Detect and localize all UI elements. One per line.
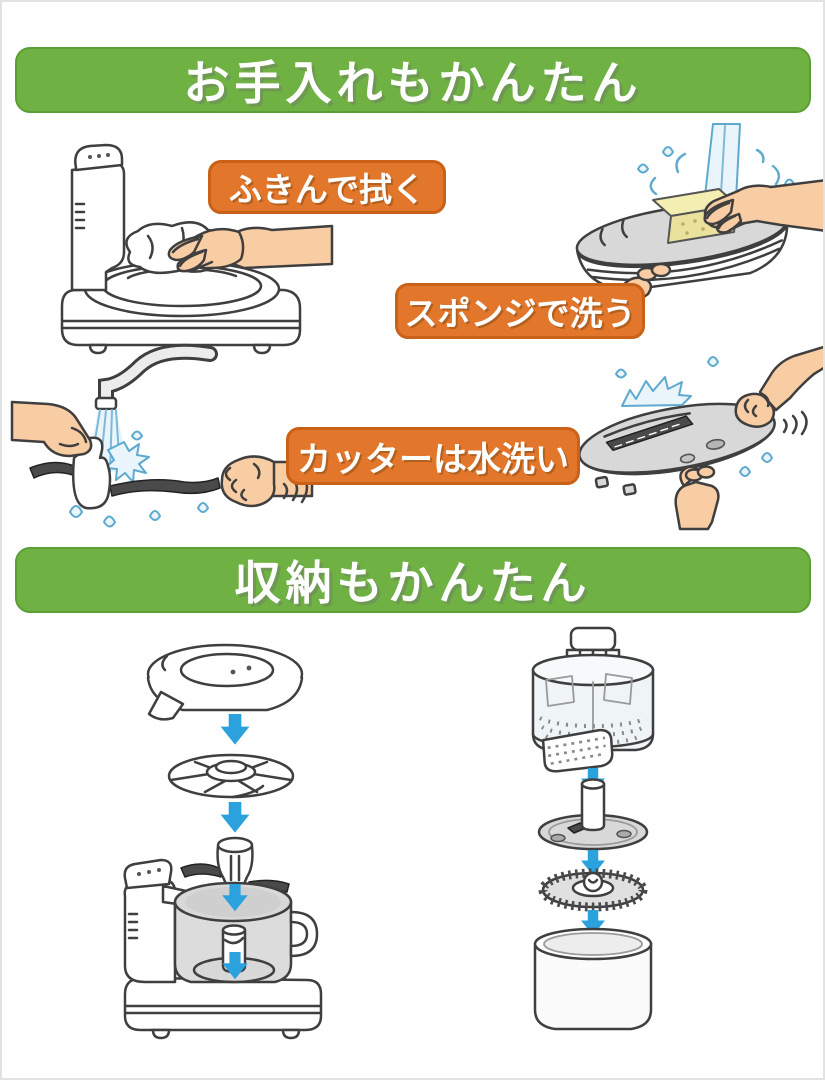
callout-rinse-cutter: カッターは水洗い: [286, 427, 580, 485]
illustration-stack-into-bowl-icon: [123, 643, 323, 1040]
illustration-wash-bowl-with-sponge-icon: [575, 123, 823, 329]
bottom-hand: [674, 465, 720, 531]
spacer-disc-part: [167, 753, 295, 799]
food-processor-base: [60, 143, 302, 355]
container-cup-part: [533, 927, 653, 1031]
right-fist: [734, 345, 823, 436]
illustration-rinse-slicing-disc-icon: [578, 345, 823, 531]
down-arrow-icon: [222, 884, 248, 912]
down-arrow-icon: [220, 714, 250, 745]
illustration-rinse-cutter-under-faucet-icon: [10, 343, 314, 528]
faucet: [94, 343, 218, 411]
pusher-part: [541, 728, 614, 773]
slicing-disc: [578, 402, 776, 496]
down-arrow-icon: [581, 910, 605, 936]
splash: [104, 441, 150, 483]
motion-lines: [782, 410, 808, 436]
left-hand: [10, 400, 93, 458]
illustration-stack-into-case-icon: [531, 626, 655, 1031]
processor-with-bowl: [123, 858, 323, 1040]
section-title-cleaning: お手入れもかんたん: [15, 47, 811, 113]
wiping-hand: [167, 224, 334, 273]
spindle-disc-part: [537, 778, 649, 851]
drips: [69, 502, 209, 528]
storage-case-part: [531, 626, 655, 752]
callout-wipe-with-cloth: ふきんで拭く: [208, 160, 446, 214]
splash: [615, 356, 719, 407]
section-title-storage: 収納もかんたん: [15, 547, 811, 613]
shredding-disc-part: [538, 868, 648, 912]
lid-part: [146, 643, 304, 721]
drips: [739, 452, 773, 477]
down-arrow-icon: [220, 802, 250, 833]
sponge-hand: [703, 179, 823, 234]
illustration-wipe-base-with-cloth-icon: [60, 143, 334, 355]
down-arrow-icon: [581, 850, 605, 876]
callout-wash-with-sponge: スポンジで洗う: [395, 283, 645, 339]
down-arrow-icon: [222, 952, 248, 980]
